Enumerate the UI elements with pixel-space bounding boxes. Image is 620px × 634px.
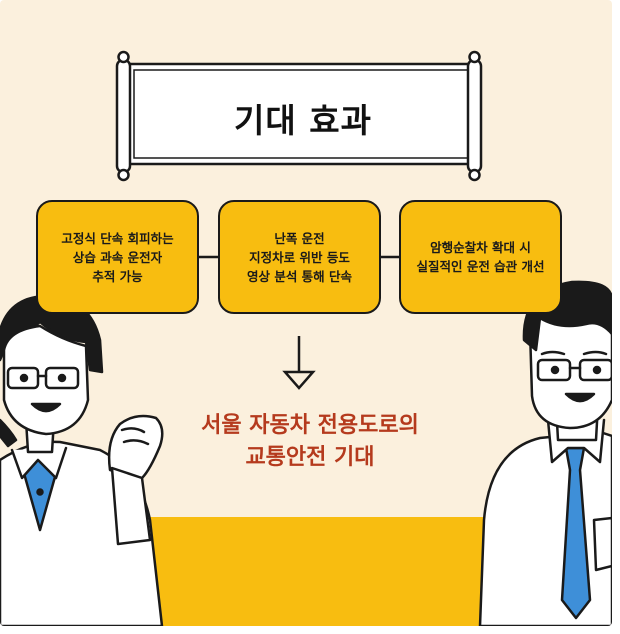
effect-box-line: 난폭 운전 [274,230,325,246]
background-artwork [0,50,612,626]
result-line: 서울 자동차 전용도로의 [201,413,419,438]
effect-box-line: 실질적인 운전 습관 개선 [416,259,545,274]
effect-box-line: 고정식 단속 회피하는 [61,230,174,246]
effect-box-line: 추적 가능 [92,268,143,284]
effect-box-line: 지정차로 위반 등도 [249,249,350,265]
down-arrow-icon [282,336,316,390]
infographic-card: 기대 효과 고정식 단속 회피하는 상습 과속 운전자 추적 가능 난폭 운전 … [0,0,612,626]
result-statement: 서울 자동차 전용도로의 교통안전 기대 [160,410,460,474]
effect-box-2: 난폭 운전 지정차로 위반 등도 영상 분석 통해 단속 [218,200,381,314]
effect-box-line: 영상 분석 통해 단속 [246,268,353,284]
bottom-yellow-block [108,517,503,626]
effect-box-3: 암행순찰차 확대 시 실질적인 운전 습관 개선 [399,200,562,314]
page-title: 기대 효과 [234,101,372,140]
result-line: 교통안전 기대 [245,445,375,470]
woman-character [0,294,164,626]
scroll-banner [115,50,483,182]
effect-box-1: 고정식 단속 회피하는 상습 과속 운전자 추적 가능 [36,200,199,314]
effect-box-line: 암행순찰차 확대 시 [430,240,531,255]
effect-box-line: 상습 과속 운전자 [72,249,163,265]
man-character [478,280,612,626]
